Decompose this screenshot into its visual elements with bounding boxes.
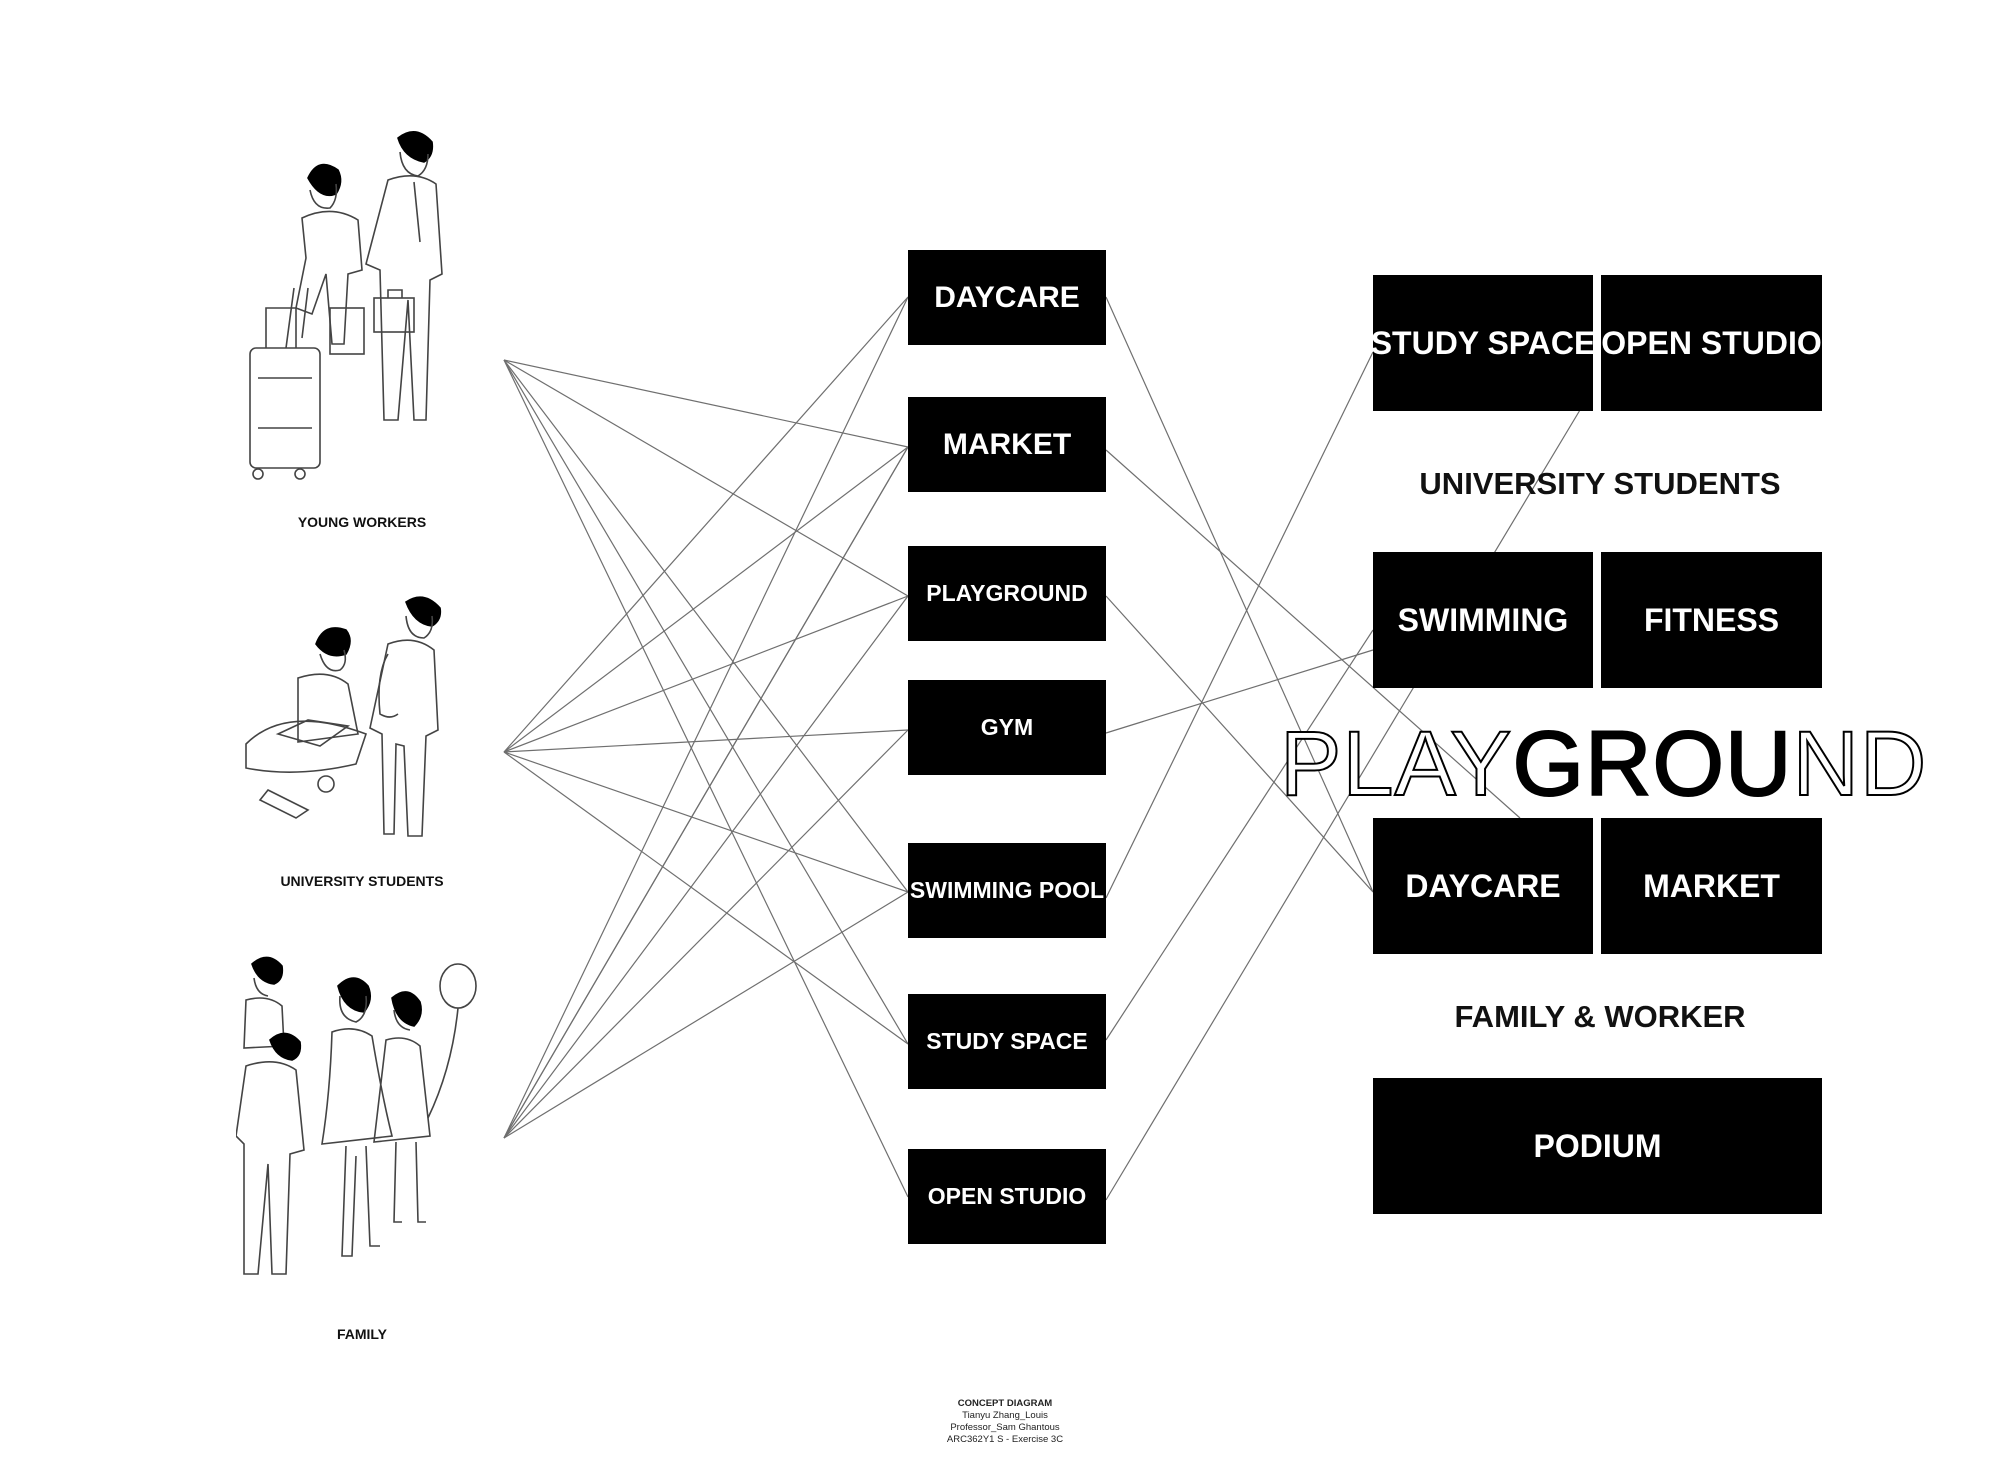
playground-title: PLAYGROUND bbox=[1279, 712, 1928, 817]
group-label-university-students: UNIVERSITY STUDENTS bbox=[1419, 466, 1781, 501]
link-university-students-study-space bbox=[503, 751, 909, 1045]
young-workers-figures-icon bbox=[238, 128, 468, 493]
program-box-market: MARKET bbox=[908, 397, 1106, 492]
footer-title: CONCEPT DIAGRAM bbox=[957, 1398, 1053, 1409]
link-daycare-stack-daycare bbox=[1105, 296, 1374, 893]
program-box-gym: GYM bbox=[908, 680, 1106, 775]
credits-footer: CONCEPT DIAGRAM Tianyu Zhang_Louis Profe… bbox=[900, 1398, 1110, 1446]
link-family-playground bbox=[503, 595, 909, 1139]
persona-label-university-students: UNIVERSITY STUDENTS bbox=[280, 873, 444, 889]
stack-tile-swimming: SWIMMING bbox=[1373, 552, 1593, 688]
title-solid-part: GROU bbox=[1511, 712, 1793, 816]
stack-tile-market: MARKET bbox=[1601, 818, 1822, 954]
link-open-studio-stack-open-studio bbox=[1105, 409, 1581, 1201]
link-university-students-playground bbox=[503, 595, 909, 753]
stack-tile-study-space: STUDY SPACE bbox=[1371, 275, 1595, 411]
link-family-daycare bbox=[503, 296, 909, 1139]
link-young-workers-open-studio bbox=[503, 359, 909, 1198]
link-family-market bbox=[503, 446, 909, 1139]
link-swimming-pool-stack-study-space bbox=[1105, 351, 1374, 899]
program-box-study-space: STUDY SPACE bbox=[908, 994, 1106, 1089]
persona-label-family: FAMILY bbox=[336, 1326, 388, 1342]
link-market-stack-market bbox=[1105, 449, 1521, 819]
footer-author: Tianyu Zhang_Louis bbox=[962, 1410, 1048, 1421]
link-university-students-swimming-pool bbox=[503, 751, 909, 893]
program-box-playground: PLAYGROUND bbox=[908, 546, 1106, 641]
stack-tile-open-studio: OPEN STUDIO bbox=[1601, 275, 1822, 411]
link-study-space-stack-fitness bbox=[1105, 629, 1374, 1041]
family-figures-icon bbox=[235, 956, 486, 1321]
link-young-workers-swimming-pool bbox=[503, 359, 909, 893]
stack-tile-daycare: DAYCARE bbox=[1373, 818, 1593, 954]
link-young-workers-playground bbox=[503, 359, 909, 597]
link-young-workers-market bbox=[503, 359, 909, 448]
persona-label-young-workers: YOUNG WORKERS bbox=[297, 514, 427, 530]
title-outline-end: ND bbox=[1791, 712, 1928, 816]
link-university-students-gym bbox=[503, 729, 909, 753]
program-box-swimming-pool: SWIMMING POOL bbox=[908, 843, 1106, 938]
link-university-students-daycare bbox=[503, 296, 909, 753]
footer-course: ARC362Y1 S - Exercise 3C bbox=[946, 1434, 1064, 1445]
program-box-daycare: DAYCARE bbox=[908, 250, 1106, 345]
link-gym-stack-swimming bbox=[1105, 649, 1374, 734]
stack-tile-fitness: FITNESS bbox=[1601, 552, 1822, 688]
footer-professor: Professor_Sam Ghantous bbox=[950, 1422, 1060, 1433]
group-label-family-worker: FAMILY & WORKER bbox=[1454, 999, 1746, 1034]
link-playground-stack-daycare bbox=[1105, 595, 1374, 893]
link-family-gym bbox=[503, 729, 909, 1139]
students-figures-icon bbox=[238, 594, 468, 849]
program-box-open-studio: OPEN STUDIO bbox=[908, 1149, 1106, 1244]
link-young-workers-study-space bbox=[503, 359, 909, 1045]
title-outline-start: PLAY bbox=[1279, 712, 1513, 816]
stack-tile-podium: PODIUM bbox=[1373, 1078, 1822, 1214]
link-family-swimming-pool bbox=[503, 891, 909, 1139]
link-university-students-market bbox=[503, 446, 909, 753]
